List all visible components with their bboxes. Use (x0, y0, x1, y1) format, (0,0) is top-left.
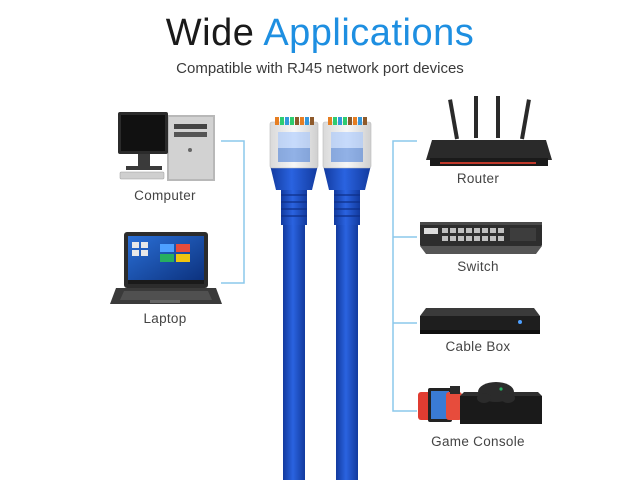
left-bracket (221, 140, 245, 284)
label-switch: Switch (457, 259, 499, 274)
right-bracket (392, 140, 417, 412)
laptop-icon (110, 232, 222, 304)
label-computer: Computer (134, 188, 196, 203)
router-icon (426, 96, 552, 166)
title-word-wide: Wide (165, 12, 255, 54)
cable-box-icon (420, 308, 540, 334)
label-game-console: Game Console (431, 434, 525, 449)
network-switch-icon (420, 222, 542, 254)
label-router: Router (456, 171, 500, 186)
ethernet-connector-right (322, 117, 372, 480)
label-cable-box: Cable Box (445, 339, 511, 354)
page-subtitle: Compatible with RJ45 network port device… (176, 60, 464, 77)
title-word-applications: Applications (263, 12, 475, 54)
ethernet-connector-left (269, 117, 319, 480)
page-title: Wide Applications (0, 12, 640, 55)
game-console-icon (418, 382, 542, 424)
label-laptop: Laptop (143, 311, 187, 326)
desktop-computer-icon (118, 112, 215, 181)
